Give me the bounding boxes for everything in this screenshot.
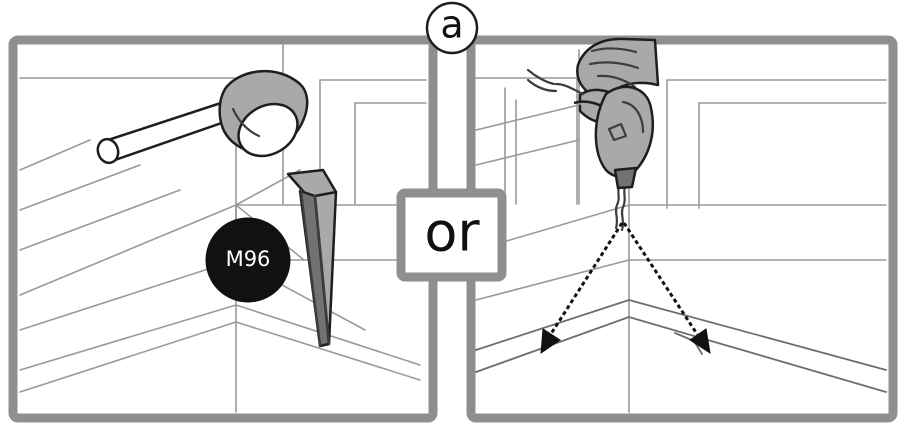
drill-bit-icon bbox=[614, 182, 628, 232]
right-corner-scene bbox=[475, 44, 887, 413]
wedge-icon bbox=[286, 168, 338, 348]
step-label: a bbox=[440, 3, 463, 47]
center-separator: or bbox=[396, 188, 507, 282]
arrow-icon-right bbox=[622, 222, 711, 355]
m96-badge: M96 bbox=[205, 217, 291, 303]
m96-badge-label: M96 bbox=[226, 247, 271, 271]
arrow-icon-left bbox=[540, 222, 624, 355]
or-label: or bbox=[424, 201, 480, 264]
mallet-icon bbox=[96, 69, 309, 165]
left-panel: M96 bbox=[8, 35, 438, 423]
right-panel bbox=[466, 35, 898, 423]
drill-icon bbox=[526, 68, 655, 190]
step-indicator: a bbox=[425, 1, 479, 55]
right-panel-frame bbox=[466, 35, 898, 423]
